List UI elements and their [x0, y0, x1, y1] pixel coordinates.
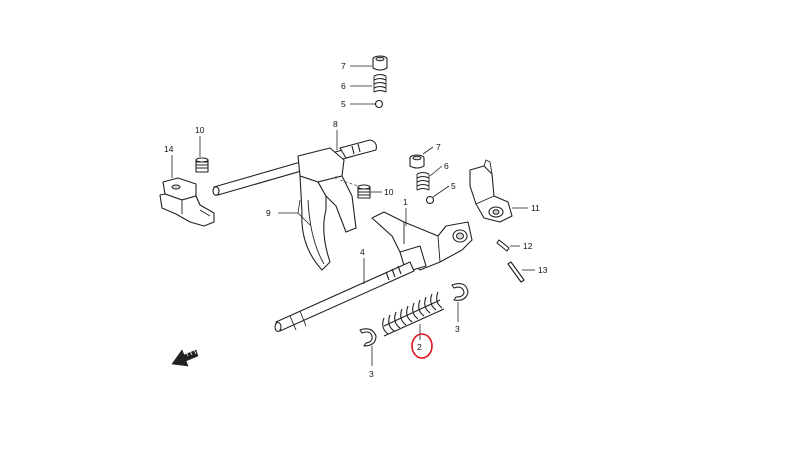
callout-2: 2 [417, 342, 422, 352]
callout-12: 12 [523, 241, 533, 251]
return-spring-2[interactable] [382, 291, 445, 337]
pin-12[interactable] [496, 239, 510, 252]
callout-14: 14 [164, 144, 174, 154]
pin-10-mid[interactable] [357, 184, 371, 199]
shift-fork-9[interactable] [297, 147, 357, 271]
callout-3-right: 3 [455, 324, 460, 334]
callout-10-left: 10 [195, 125, 205, 135]
detent-cap-right[interactable] [409, 154, 425, 169]
callout-9: 9 [266, 208, 271, 218]
shift-fork-shaft-8[interactable] [212, 139, 377, 196]
shift-fork-1[interactable] [371, 211, 473, 273]
callout-13: 13 [538, 265, 548, 275]
fwd-arrow-icon [171, 349, 199, 367]
callout-1: 1 [403, 197, 408, 207]
callout-5-top: 5 [341, 99, 346, 109]
pin-13[interactable] [507, 261, 525, 283]
detent-ball-top[interactable] [374, 99, 384, 109]
detent-ball-right[interactable] [425, 195, 435, 205]
detent-cap-top[interactable] [372, 55, 388, 71]
callout-7-right: 7 [436, 142, 441, 152]
right-detent-assembly: 7 6 5 [409, 142, 456, 205]
top-detent-assembly: 7 6 5 [341, 55, 388, 109]
circlip-3-left[interactable] [359, 328, 377, 347]
shift-cam-stopper-11[interactable] [469, 159, 513, 223]
callout-3-left: 3 [369, 369, 374, 379]
callout-6-right: 6 [444, 161, 449, 171]
callout-8: 8 [333, 119, 338, 129]
fork-14[interactable] [159, 177, 215, 227]
callout-4: 4 [360, 247, 365, 257]
callout-11: 11 [531, 203, 540, 213]
callout-5-right: 5 [451, 181, 456, 191]
detent-spring-right[interactable] [416, 171, 430, 191]
highlight-circle [411, 333, 433, 359]
pin-10-left[interactable] [195, 157, 209, 173]
shift-fork-shaft-4[interactable] [274, 261, 415, 333]
callout-6-top: 6 [341, 81, 346, 91]
callout-7-top: 7 [341, 61, 346, 71]
circlip-3-right[interactable] [451, 283, 469, 301]
detent-spring-top[interactable] [373, 73, 387, 93]
callout-10-mid: 10 [384, 187, 394, 197]
